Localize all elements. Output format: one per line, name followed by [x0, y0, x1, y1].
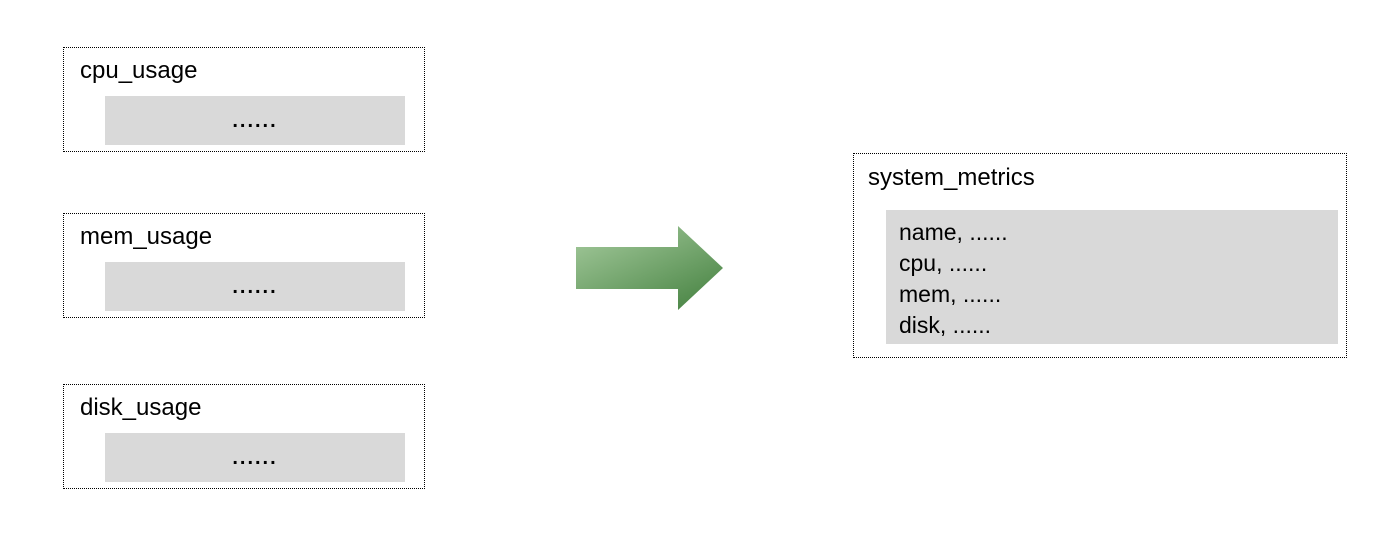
- source-box-panel: ......: [105, 96, 405, 145]
- merge-arrow-icon: [576, 226, 723, 310]
- result-box-system-metrics: system_metrics name, ...... cpu, ...... …: [853, 153, 1347, 358]
- result-row: disk, ......: [899, 312, 992, 338]
- source-box-disk-usage: disk_usage ......: [63, 384, 425, 489]
- source-box-title: disk_usage: [80, 394, 202, 421]
- source-box-mem-usage: mem_usage ......: [63, 213, 425, 318]
- source-box-panel: ......: [105, 262, 405, 311]
- source-box-cpu-usage: cpu_usage ......: [63, 47, 425, 152]
- result-row: cpu, ......: [899, 250, 988, 276]
- result-box-title: system_metrics: [868, 164, 1035, 191]
- source-box-title: mem_usage: [80, 223, 213, 250]
- placeholder-dots: ......: [232, 109, 278, 132]
- result-box-panel: name, ...... cpu, ...... mem, ...... dis…: [886, 210, 1338, 344]
- source-box-panel: ......: [105, 433, 405, 482]
- result-row: mem, ......: [899, 281, 1002, 307]
- placeholder-dots: ......: [232, 446, 278, 469]
- result-row: name, ......: [899, 219, 1008, 245]
- source-box-title: cpu_usage: [80, 57, 198, 84]
- placeholder-dots: ......: [232, 275, 278, 298]
